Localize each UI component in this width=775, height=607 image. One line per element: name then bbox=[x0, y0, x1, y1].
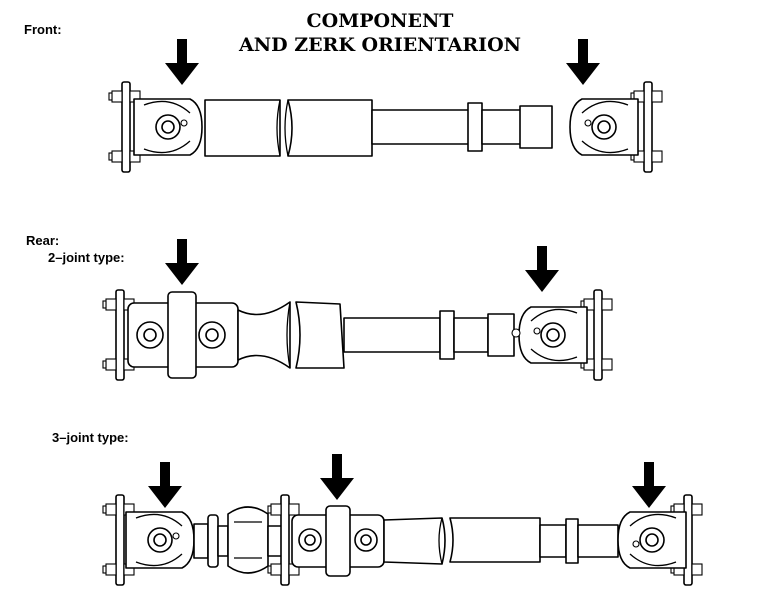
front-driveshaft bbox=[108, 81, 663, 173]
label-rear: Rear: bbox=[26, 233, 59, 248]
rear-two-joint-driveshaft bbox=[102, 289, 613, 381]
label-front: Front: bbox=[24, 22, 62, 37]
down-arrow-icon bbox=[632, 462, 666, 508]
label-two-joint: 2–joint type: bbox=[48, 250, 125, 265]
title-line-1: COMPONENT bbox=[307, 10, 454, 32]
down-arrow-icon bbox=[165, 239, 199, 285]
down-arrow-icon bbox=[148, 462, 182, 508]
title-line-2: AND ZERK ORIENTARION bbox=[238, 34, 521, 56]
down-arrow-icon bbox=[566, 39, 600, 85]
rear-three-joint-driveshaft bbox=[102, 494, 703, 586]
down-arrow-icon bbox=[320, 454, 354, 500]
down-arrow-icon bbox=[165, 39, 199, 85]
label-three-joint: 3–joint type: bbox=[52, 430, 129, 445]
down-arrow-icon bbox=[525, 246, 559, 292]
